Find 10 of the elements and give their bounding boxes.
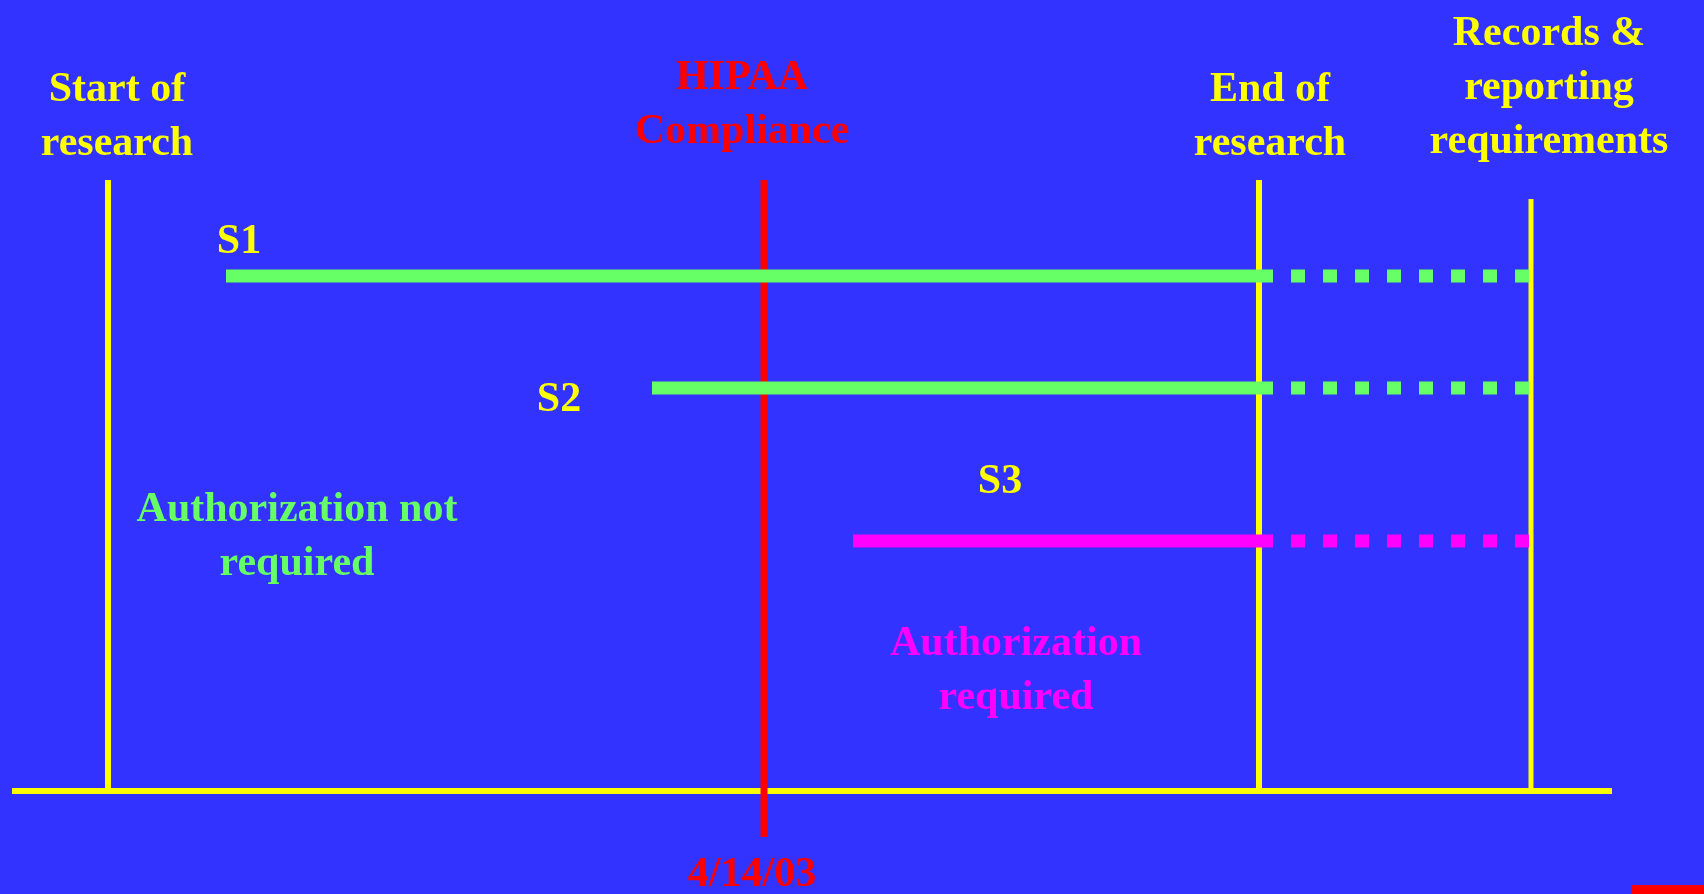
note: Authorization not required bbox=[135, 483, 459, 586]
heading: HIPAA Compliance bbox=[633, 51, 851, 154]
series-label: S2 bbox=[535, 373, 583, 422]
series-label: S1 bbox=[215, 215, 263, 264]
heading: Start of research bbox=[39, 63, 195, 166]
heading: Records & reporting requirements bbox=[1428, 7, 1670, 164]
date-label: 4/14/03 bbox=[686, 848, 818, 894]
heading: End of research bbox=[1192, 63, 1348, 166]
series-label: S3 bbox=[976, 455, 1024, 504]
note: Authorization required bbox=[889, 617, 1143, 720]
